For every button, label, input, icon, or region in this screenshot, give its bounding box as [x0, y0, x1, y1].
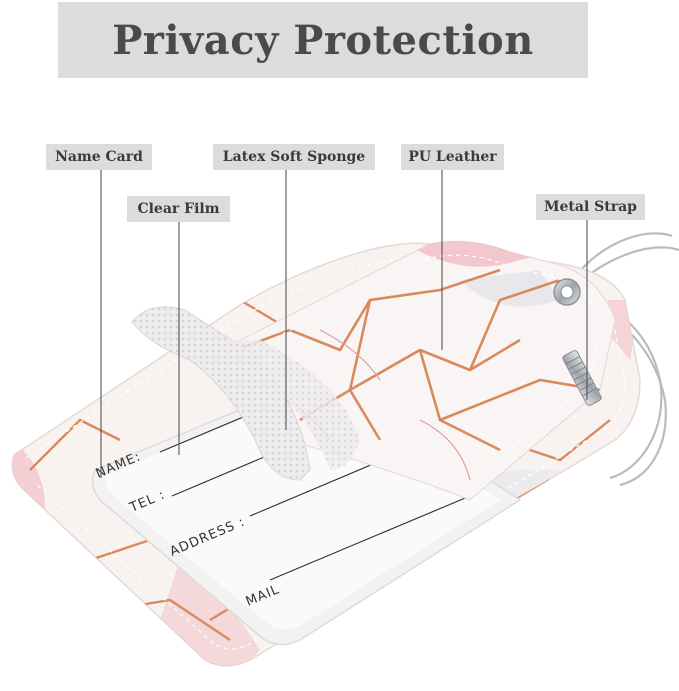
- title-banner: Privacy Protection: [58, 2, 588, 78]
- latex-sponge: [131, 306, 360, 481]
- callout-clear-film: Clear Film: [127, 196, 230, 222]
- callout-pu-leather: PU Leather: [401, 144, 504, 170]
- metal-grommet: [553, 278, 581, 306]
- callout-latex-soft-sponge: Latex Soft Sponge: [213, 144, 375, 170]
- callout-name-card: Name Card: [46, 144, 152, 170]
- callout-leaders: [100, 170, 588, 478]
- page-title: Privacy Protection: [112, 16, 534, 64]
- callout-metal-strap: Metal Strap: [536, 194, 645, 220]
